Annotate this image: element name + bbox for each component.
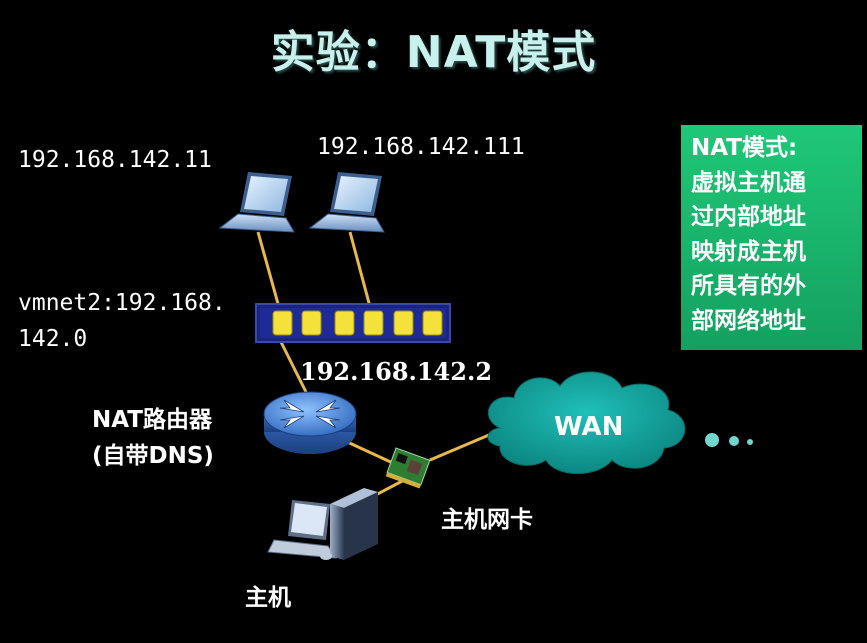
note-line: NAT模式: <box>691 135 798 161</box>
note-line: 所具有的外 <box>691 273 806 299</box>
network-card-icon <box>385 447 431 489</box>
switch-icon <box>255 303 451 343</box>
note-line: 映射成主机 <box>691 238 806 265</box>
router-note: (自带DNS) <box>92 443 214 469</box>
host-computer-icon <box>267 488 378 560</box>
cable-switch-router <box>276 335 308 393</box>
wan-label: WAN <box>554 412 624 442</box>
nat-description-box: NAT模式: 虚拟主机通 过内部地址 映射成主机 所具有的外 部网络地址 <box>681 125 862 350</box>
router-name: NAT路由器 <box>92 407 212 433</box>
switch-port <box>334 310 355 336</box>
switch-port <box>422 310 443 336</box>
page-title: 实验：NAT模式 <box>270 27 597 78</box>
router-ip: 192.168.142.2 <box>300 357 493 386</box>
switch-port <box>301 310 322 336</box>
laptop-left-ip: 192.168.142.11 <box>18 147 212 173</box>
laptop-icon <box>218 172 295 233</box>
vmnet-label-line2: 142.0 <box>18 326 88 352</box>
host-label: 主机 <box>245 585 291 611</box>
cloud-dot <box>705 433 719 447</box>
switch-port <box>272 310 293 336</box>
note-line: 过内部地址 <box>691 204 806 230</box>
router-icon <box>263 391 357 454</box>
cable-nic-wan <box>429 430 497 462</box>
note-line: 部网络地址 <box>691 307 806 334</box>
laptop-right-ip: 192.168.142.111 <box>317 134 525 160</box>
vmnet-label-line1: vmnet2:192.168. <box>18 290 226 316</box>
wan-cloud-icon <box>487 371 753 474</box>
laptop-icon <box>308 172 385 233</box>
nic-label: 主机网卡 <box>441 507 533 533</box>
switch-port <box>363 310 384 336</box>
cloud-dot <box>729 436 739 446</box>
switch-port <box>393 310 414 336</box>
note-line: 虚拟主机通 <box>691 169 806 196</box>
cloud-dot <box>747 439 753 445</box>
